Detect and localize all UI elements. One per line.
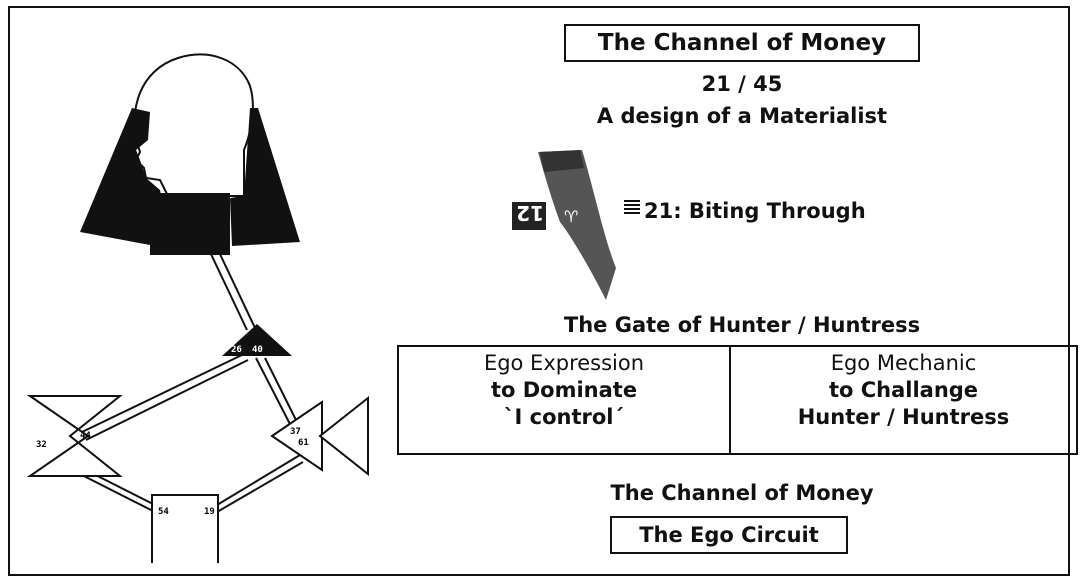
keynote-right-line-3: Hunter / Huntress bbox=[797, 405, 1010, 429]
ajna-left-shape bbox=[80, 108, 163, 245]
gate-19-label: 19 bbox=[204, 507, 215, 517]
gate-banner-top bbox=[540, 150, 584, 172]
heart-center bbox=[222, 324, 292, 356]
ajna-right-shape bbox=[230, 108, 300, 246]
g-center bbox=[26, 395, 123, 477]
keynote-table: Ego Expression to Dominate `I control´ E… bbox=[397, 345, 1078, 455]
keynote-left-line-1: Ego Expression bbox=[483, 351, 645, 375]
footer-channel: The Channel of Money bbox=[610, 481, 874, 505]
circuit-label: The Ego Circuit bbox=[639, 523, 819, 547]
channel-title-box: The Channel of Money bbox=[564, 24, 920, 62]
gate-line: 21: Biting Through bbox=[644, 199, 866, 223]
gate-37-label: 37 bbox=[290, 427, 301, 437]
channel-spleen-root bbox=[216, 454, 304, 513]
gate-title: The Gate of Hunter / Huntress bbox=[563, 313, 921, 337]
gate-54-label: 54 bbox=[158, 507, 169, 517]
gate-pair: 21 / 45 bbox=[701, 72, 783, 96]
channel-throat-heart bbox=[209, 251, 257, 331]
keynote-left-line-2: to Dominate bbox=[490, 378, 638, 402]
keynote-right-cell: Ego Mechanic to Challange Hunter / Huntr… bbox=[731, 347, 1076, 453]
keynote-left-line-3: `I control´ bbox=[504, 405, 624, 429]
channel-heart-spleen bbox=[255, 357, 301, 429]
gate-number-tab bbox=[512, 202, 546, 230]
gate-banner bbox=[538, 150, 616, 300]
solar-plexus-center bbox=[318, 395, 369, 477]
keynote-right-line-1: Ego Mechanic bbox=[830, 351, 977, 375]
bodygraph: 26 40 44 32 37 61 54 19 12 ♈ bbox=[26, 53, 616, 563]
root-center bbox=[151, 494, 219, 563]
gate-40-label: 40 bbox=[252, 345, 263, 355]
head-silhouette bbox=[133, 53, 254, 197]
circuit-box: The Ego Circuit bbox=[610, 516, 848, 554]
design-subtitle: A design of a Materialist bbox=[596, 104, 888, 128]
gate-32-label: 32 bbox=[36, 440, 47, 450]
gate-number-label: 12 bbox=[516, 201, 544, 225]
keynote-right-line-2: to Challange bbox=[828, 378, 979, 402]
gate-26-label: 26 bbox=[231, 345, 242, 355]
gate-61-label: 61 bbox=[298, 438, 309, 448]
hexagram-icon bbox=[624, 200, 640, 218]
channel-title: The Channel of Money bbox=[597, 30, 887, 56]
keynote-left-cell: Ego Expression to Dominate `I control´ bbox=[399, 347, 731, 453]
gate-44-label: 44 bbox=[80, 431, 91, 441]
throat-center bbox=[150, 193, 230, 255]
aries-icon: ♈ bbox=[564, 207, 578, 226]
channel-heart-g bbox=[81, 353, 249, 441]
